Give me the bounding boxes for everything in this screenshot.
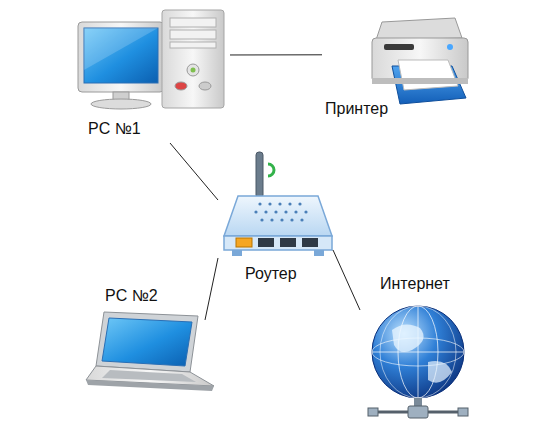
laptop-icon bbox=[86, 312, 214, 391]
internet-node: Интернет bbox=[360, 272, 475, 424]
computer-node: PC №1 bbox=[70, 8, 230, 143]
router-icon bbox=[224, 152, 332, 256]
tower-icon bbox=[162, 10, 224, 108]
network-cable bbox=[170, 143, 218, 200]
monitor-icon bbox=[78, 22, 164, 109]
network-cable bbox=[333, 250, 360, 310]
globe-icon bbox=[368, 306, 468, 418]
network-cable bbox=[230, 54, 322, 55]
device-label: PC №2 bbox=[105, 287, 158, 305]
device-label: Принтер bbox=[325, 100, 388, 118]
device-label: Интернет bbox=[380, 275, 450, 293]
network-cable bbox=[205, 258, 218, 320]
device-label: PC №1 bbox=[88, 120, 141, 138]
laptop-node: PC №2 bbox=[80, 285, 205, 395]
printer-icon bbox=[372, 18, 468, 104]
device-label: Роутер bbox=[245, 265, 297, 283]
router-node: Роутер bbox=[218, 148, 333, 286]
printer-node: Принтер bbox=[322, 10, 482, 122]
